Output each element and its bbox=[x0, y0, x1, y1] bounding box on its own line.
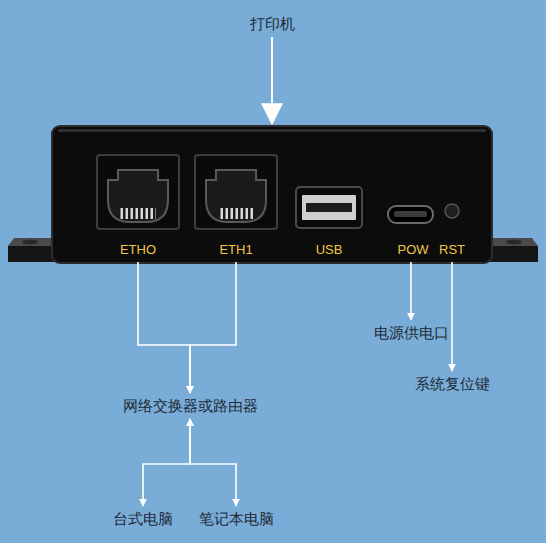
ethernet-port: ETHO bbox=[97, 155, 179, 259]
reset-port: RST bbox=[435, 202, 469, 259]
ethernet-jack bbox=[97, 155, 179, 229]
node-label: 台式电脑 bbox=[113, 510, 173, 528]
node-label: 网络交换器或路由器 bbox=[123, 397, 258, 415]
power-port: POW bbox=[386, 204, 440, 259]
callout-label: 系统复位键 bbox=[412, 374, 493, 394]
connector-arrow bbox=[143, 419, 190, 506]
port-label: ETHO bbox=[120, 242, 156, 257]
connector-arrow bbox=[190, 262, 236, 393]
power-port bbox=[388, 206, 433, 223]
node-label: 笔记本电脑 bbox=[199, 510, 274, 528]
computer-label: 笔记本电脑 bbox=[196, 509, 277, 529]
connector-arrow bbox=[410, 262, 412, 320]
node-label: 打印机 bbox=[250, 15, 295, 33]
ethernet-jack bbox=[195, 155, 277, 229]
usb-port: USB bbox=[296, 187, 362, 259]
device-body bbox=[52, 126, 492, 263]
callout-label: 电源供电口 bbox=[371, 323, 452, 343]
port-label: ETH1 bbox=[219, 242, 252, 257]
reset-button bbox=[445, 204, 459, 218]
port-label: RST bbox=[439, 242, 465, 257]
computer-label: 台式电脑 bbox=[110, 509, 176, 529]
connector-arrow bbox=[138, 262, 190, 393]
connector-arrow bbox=[190, 419, 236, 506]
usb-port bbox=[296, 187, 362, 228]
connector-arrow bbox=[271, 37, 273, 123]
port-label: POW bbox=[397, 242, 428, 257]
port-label: USB bbox=[316, 242, 343, 257]
gateway-device: ETHO ETH1 USB POW RST bbox=[52, 126, 492, 263]
network-device: 网络交换器或路由器 bbox=[120, 396, 261, 416]
ethernet-port: ETH1 bbox=[195, 155, 277, 259]
node-label: 电源供电口 bbox=[374, 324, 449, 342]
device-label: 打印机 bbox=[247, 14, 298, 34]
node-label: 系统复位键 bbox=[415, 375, 490, 393]
connector-arrow bbox=[451, 262, 453, 371]
